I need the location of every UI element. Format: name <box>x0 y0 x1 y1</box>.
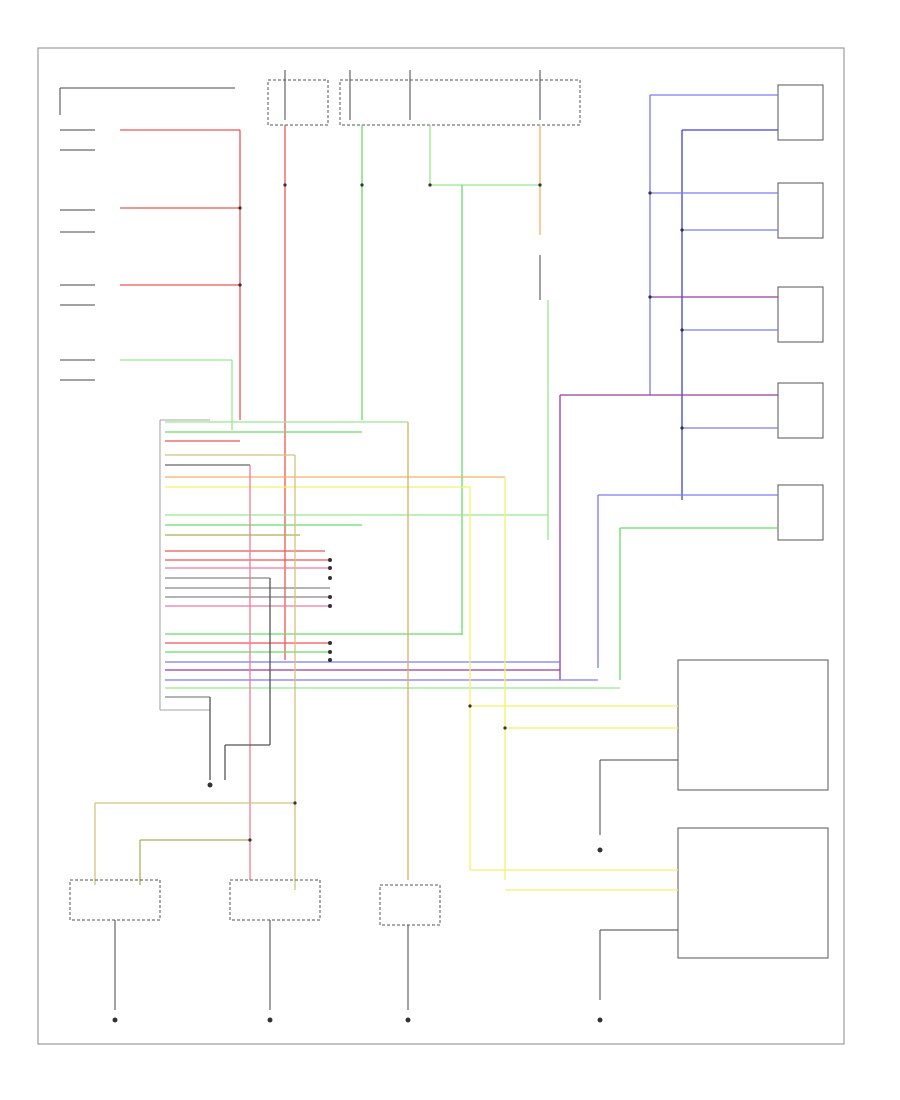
control-unit-connector <box>159 419 210 711</box>
left-door-switches <box>60 129 95 381</box>
diagram-frame <box>37 47 845 1045</box>
splice-dots <box>238 183 684 842</box>
relay-connectors <box>328 558 332 662</box>
right-switch-boxes <box>777 84 824 541</box>
right-lower-modules <box>677 659 829 959</box>
ground-symbols <box>112 782 603 1023</box>
fuse-block-top <box>59 70 581 126</box>
bottom-switches <box>69 879 441 1010</box>
